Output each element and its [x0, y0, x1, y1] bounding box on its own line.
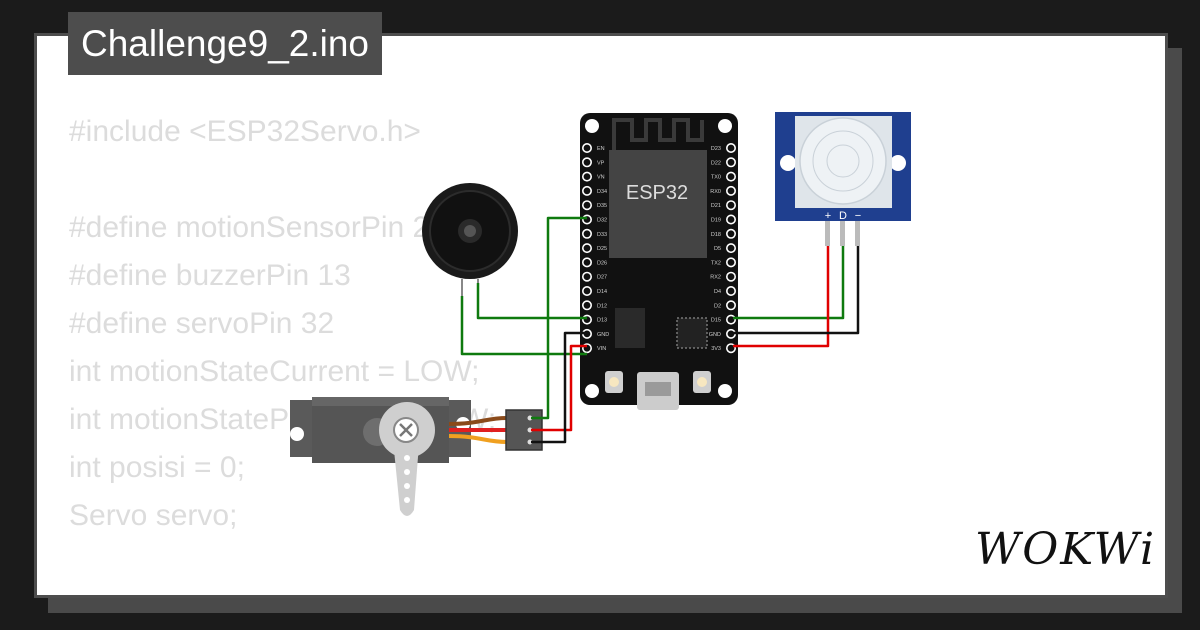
esp32-pin-d25[interactable]: [581, 243, 592, 254]
esp32-pin-d12[interactable]: [581, 300, 592, 311]
esp32-pin-label: D5: [714, 246, 721, 252]
esp32-pin-label: VN: [597, 175, 605, 181]
esp32-pin-label: VIN: [597, 346, 606, 352]
esp32-pin-label: GND: [597, 332, 609, 338]
esp32-label: ESP32: [626, 182, 688, 204]
wire-buzzer-signal: [476, 283, 587, 320]
esp32-pin-label: D27: [597, 275, 607, 281]
wire-servo-gnd: [531, 331, 587, 444]
esp32-pin-label: D22: [711, 160, 721, 166]
esp32-pin-label: 3V3: [711, 346, 721, 352]
wires: [460, 216, 860, 444]
esp32-pin-d15[interactable]: [725, 314, 736, 325]
esp32-pin-label: D34: [597, 189, 607, 195]
esp32-board[interactable]: ESP32 ENVPVND34D35D32D33D25D26D27D14D12D…: [580, 113, 738, 410]
esp32-pin-d13[interactable]: [581, 314, 592, 325]
esp32-pin-tx2[interactable]: [725, 257, 736, 268]
esp32-pin-label: VP: [597, 160, 605, 166]
esp32-pin-label: D25: [597, 246, 607, 252]
wire-servo-vcc: [531, 344, 587, 432]
wire-pir-vcc: [733, 246, 830, 348]
esp32-pin-label: TX2: [711, 260, 721, 266]
esp32-pin-d27[interactable]: [581, 271, 592, 282]
esp32-pin-label: D12: [597, 303, 607, 309]
esp32-pin-d33[interactable]: [581, 228, 592, 239]
esp32-pin-label: D23: [711, 146, 721, 152]
servo-motor[interactable]: [290, 397, 543, 516]
code-line: Servo servo;: [69, 499, 238, 532]
esp32-pin-d32[interactable]: [581, 214, 592, 225]
esp32-pin-label: D13: [597, 318, 607, 324]
esp32-pin-d2[interactable]: [725, 300, 736, 311]
pir-pin-label-vcc: +: [825, 210, 831, 222]
buzzer[interactable]: [422, 183, 518, 296]
esp32-pin-label: D4: [714, 289, 721, 295]
esp32-pin-d23[interactable]: [725, 143, 736, 154]
esp32-pin-label: D33: [597, 232, 607, 238]
esp32-pin-label: D21: [711, 203, 721, 209]
esp32-pin-label: D14: [597, 289, 607, 295]
esp32-pin-rx0[interactable]: [725, 185, 736, 196]
wokwi-logo: WOKWi: [975, 524, 1157, 575]
wire-servo-signal: [531, 216, 587, 420]
pir-pin-label-data: D: [839, 210, 847, 222]
esp32-pin-d14[interactable]: [581, 285, 592, 296]
esp32-pin-label: D32: [597, 218, 607, 224]
code-line: #define servoPin 32: [69, 307, 335, 340]
esp32-pin-d35[interactable]: [581, 200, 592, 211]
esp32-pin-rx2[interactable]: [725, 271, 736, 282]
esp32-pin-label: D19: [711, 218, 721, 224]
esp32-pin-d34[interactable]: [581, 185, 592, 196]
esp32-pin-en[interactable]: [581, 143, 592, 154]
code-line: #include <ESP32Servo.h>: [69, 115, 421, 148]
esp32-pin-d4[interactable]: [725, 285, 736, 296]
esp32-pin-label: D26: [597, 260, 607, 266]
wire-pir-gnd: [733, 246, 860, 335]
esp32-pin-label: RX2: [710, 275, 721, 281]
pir-pin-label-gnd: −: [855, 210, 861, 222]
esp32-pin-label: TX0: [711, 175, 721, 181]
esp32-pin-d21[interactable]: [725, 200, 736, 211]
esp32-pin-label: D2: [714, 303, 721, 309]
esp32-pin-label: D35: [597, 203, 607, 209]
esp32-pin-label: RX0: [710, 189, 721, 195]
code-line: int posisi = 0;: [69, 451, 245, 484]
esp32-pin-d26[interactable]: [581, 257, 592, 268]
esp32-pin-label: GND: [709, 332, 721, 338]
esp32-pin-vp[interactable]: [581, 157, 592, 168]
sketch-title: Challenge9_2.ino: [68, 12, 383, 75]
esp32-pin-tx0[interactable]: [725, 171, 736, 182]
wire-buzzer-gnd: [460, 296, 587, 356]
esp32-pin-d19[interactable]: [725, 214, 736, 225]
pir-motion-sensor[interactable]: + D −: [775, 112, 911, 246]
code-line: int motionStateCurrent = LOW;: [69, 355, 480, 388]
esp32-pin-vn[interactable]: [581, 171, 592, 182]
esp32-pin-d5[interactable]: [725, 243, 736, 254]
code-line: #define buzzerPin 13: [69, 259, 351, 292]
esp32-pin-label: D18: [711, 232, 721, 238]
esp32-pin-label: EN: [597, 146, 605, 152]
esp32-pin-d18[interactable]: [725, 228, 736, 239]
esp32-pin-label: D15: [711, 318, 721, 324]
esp32-pin-d22[interactable]: [725, 157, 736, 168]
wire-pir-data: [733, 246, 845, 320]
